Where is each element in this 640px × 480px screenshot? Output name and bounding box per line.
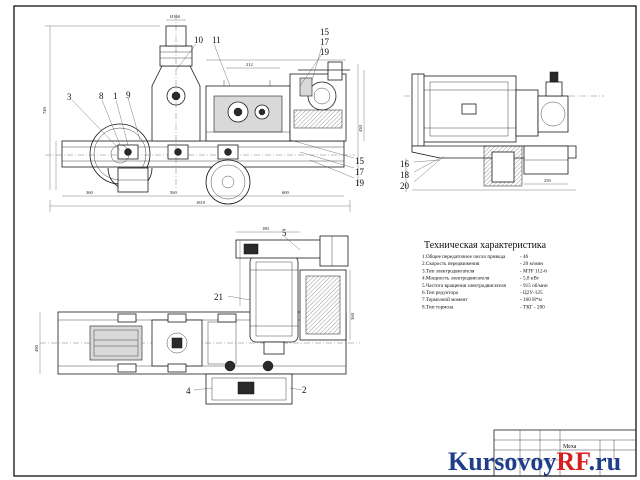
site-watermark: KursovoyRF.ru bbox=[448, 447, 621, 476]
spec-label: 6.Тип редуктора bbox=[422, 290, 459, 296]
callout-21: 21 bbox=[214, 292, 223, 302]
specs-lines: 1.Общее передаточное число привода - 46 2.… bbox=[422, 253, 548, 310]
beam-bolts bbox=[117, 144, 239, 160]
callout-3: 3 bbox=[67, 92, 72, 102]
callout-19-lower: 19 bbox=[355, 178, 365, 188]
front-leaders bbox=[71, 43, 355, 179]
wheel-bottom-right bbox=[205, 159, 251, 205]
callout-18: 18 bbox=[400, 170, 410, 180]
motor-plan bbox=[249, 255, 299, 343]
wheel-bottom-left bbox=[107, 167, 153, 193]
spec-value: - 20 м/мин bbox=[520, 261, 543, 267]
spec-label: 8.Тип тормоза bbox=[422, 304, 454, 310]
svg-text:360: 360 bbox=[350, 313, 355, 321]
spec-value: - ТКГ - 200 bbox=[520, 304, 545, 310]
callout-15-lower: 15 bbox=[355, 156, 365, 166]
callout-1: 1 bbox=[113, 91, 118, 101]
tech-specs: Техническая характеристика 1.Общее перед… bbox=[422, 240, 548, 310]
title-block-name: Меха bbox=[563, 444, 577, 450]
spec-label: 3.Тип электродвигателя bbox=[422, 268, 475, 274]
callout-8: 8 bbox=[99, 91, 104, 101]
watermark-suffix: .ru bbox=[589, 447, 622, 476]
callout-17-upper: 17 bbox=[320, 37, 330, 47]
svg-text:560: 560 bbox=[170, 190, 178, 195]
svg-text:250: 250 bbox=[544, 178, 552, 183]
callout-20: 20 bbox=[400, 181, 410, 191]
svg-text:360: 360 bbox=[86, 190, 94, 195]
callout-10: 10 bbox=[194, 35, 204, 45]
callout-17-lower: 17 bbox=[355, 167, 365, 177]
plan-view: 490 180 360 5 21 4 2 bbox=[34, 226, 360, 405]
dim-total-width: 1810 bbox=[196, 200, 206, 205]
callout-19-upper: 19 bbox=[320, 47, 330, 57]
bearing-housing: Ø160 bbox=[151, 14, 201, 190]
callout-2: 2 bbox=[302, 385, 307, 395]
callout-16: 16 bbox=[400, 159, 410, 169]
gearbox bbox=[205, 80, 291, 142]
svg-text:Ø160: Ø160 bbox=[170, 14, 181, 19]
brake-assembly bbox=[289, 61, 350, 142]
main-beam bbox=[61, 140, 345, 168]
spec-value: - 915 об/мин bbox=[520, 282, 548, 289]
spec-value: - 5,8 кВт bbox=[520, 276, 540, 282]
spec-value: - МТF 112-6 bbox=[520, 268, 547, 274]
spec-label: 7.Тормозной момент bbox=[422, 296, 468, 303]
svg-text:490: 490 bbox=[34, 345, 39, 353]
callout-9: 9 bbox=[126, 90, 131, 100]
svg-text:180: 180 bbox=[262, 226, 270, 231]
side-view: 250 16 18 20 bbox=[400, 71, 604, 192]
svg-text:212: 212 bbox=[246, 62, 253, 67]
spec-value: - 46 bbox=[520, 254, 529, 260]
watermark-accent: RF bbox=[556, 447, 590, 476]
svg-text:430: 430 bbox=[358, 125, 363, 133]
spec-label: 5.Частота вращения электродвигателя bbox=[422, 283, 507, 289]
callout-4: 4 bbox=[186, 386, 191, 396]
spec-label: 4.Мощность электродвигателя bbox=[422, 276, 490, 282]
dim-total-height: 740 bbox=[42, 107, 47, 115]
callout-15-upper: 15 bbox=[320, 27, 330, 37]
svg-text:600: 600 bbox=[282, 190, 290, 195]
watermark-prefix: Kursovoy bbox=[448, 447, 556, 476]
front-dimensions: 1810 360 560 600 740 430 212 bbox=[42, 25, 365, 212]
title-block: Меха bbox=[493, 429, 637, 477]
front-view: Ø160 1810 bbox=[42, 14, 365, 212]
specs-title: Техническая характеристика bbox=[424, 240, 547, 251]
spec-label: 1.Общее передаточное число привода bbox=[422, 253, 506, 260]
sheet-frame bbox=[13, 5, 637, 477]
callout-5: 5 bbox=[282, 228, 287, 238]
spec-value: - 160 Н*м bbox=[520, 297, 542, 303]
spec-value: - Ц2У-125 bbox=[520, 290, 543, 296]
spec-label: 2.Скорость передвижения bbox=[422, 261, 480, 267]
callout-11: 11 bbox=[212, 35, 221, 45]
